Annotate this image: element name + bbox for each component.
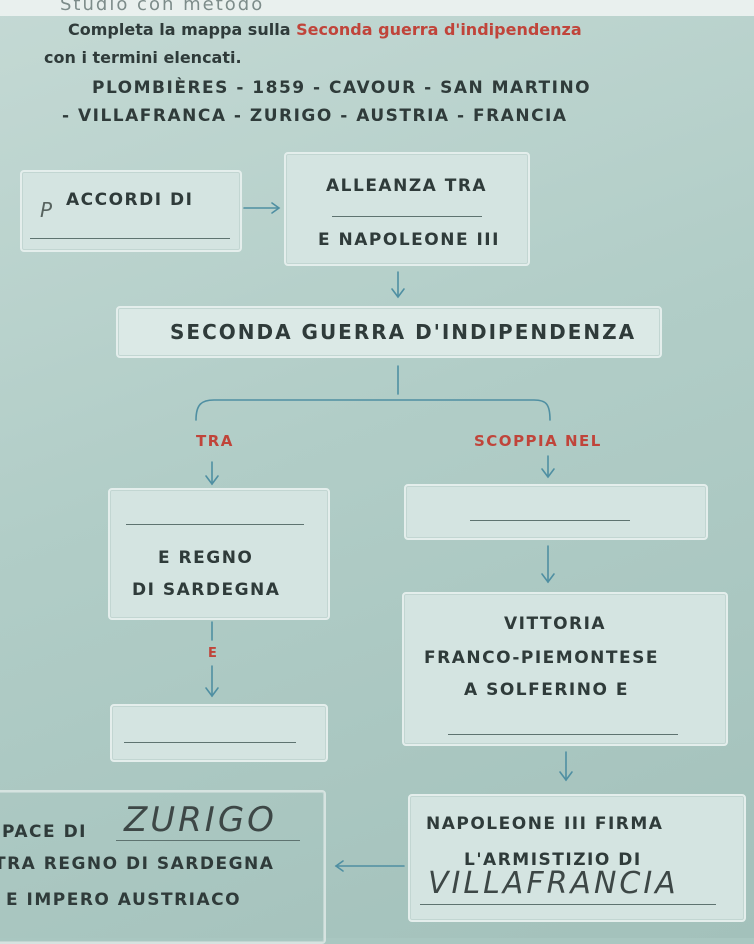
armistizio-label-2: L'ARMISTIZIO DI bbox=[464, 850, 642, 870]
title-box bbox=[116, 306, 662, 358]
armistizio-label: NAPOLEONE III FIRMA bbox=[426, 814, 664, 834]
vittoria-label-3: A SOLFERINO E bbox=[464, 680, 629, 700]
instruction-line-2: con i termini elencati. bbox=[44, 48, 242, 67]
regno-label-2: DI SARDEGNA bbox=[132, 580, 281, 600]
esito-box bbox=[110, 704, 328, 762]
armistizio-box bbox=[408, 794, 746, 922]
regno-blank[interactable] bbox=[126, 524, 304, 525]
pace-label-2: TRA REGNO DI SARDEGNA bbox=[0, 854, 275, 874]
accordi-label: ACCORDI DI bbox=[66, 190, 194, 210]
vittoria-label: VITTORIA bbox=[504, 614, 607, 634]
vittoria-blank[interactable] bbox=[448, 734, 678, 735]
instruction-text: Completa la mappa sulla bbox=[68, 20, 297, 39]
word-bank-line-1: PLOMBIÈRES - 1859 - CAVOUR - SAN MARTINO bbox=[92, 78, 592, 98]
alleanza-blank[interactable] bbox=[332, 216, 482, 217]
cut-heading-fragment: Studio con metodo bbox=[60, 0, 265, 15]
regno-label: E REGNO bbox=[158, 548, 254, 568]
accordi-blank[interactable] bbox=[30, 238, 230, 239]
word-bank-line-2: - VILLAFRANCA - ZURIGO - AUSTRIA - FRANC… bbox=[62, 106, 568, 126]
map-title: SECONDA GUERRA D'INDIPENDENZA bbox=[170, 320, 637, 344]
pace-label-3: E IMPERO AUSTRIACO bbox=[6, 890, 242, 910]
vittoria-box bbox=[402, 592, 728, 746]
page-top-cut: Studio con metodo bbox=[0, 0, 754, 16]
anno-blank[interactable] bbox=[470, 520, 630, 521]
accordi-answer: P bbox=[40, 198, 53, 222]
armistizio-answer: VILLAFRANCIA bbox=[428, 866, 679, 901]
vittoria-label-2: FRANCO-PIEMONTESE bbox=[424, 648, 659, 668]
anno-box bbox=[404, 484, 708, 540]
instruction-line-1: Completa la mappa sulla Seconda guerra d… bbox=[68, 20, 582, 39]
pace-blank[interactable] bbox=[116, 840, 300, 841]
alleanza-box bbox=[284, 152, 530, 266]
esito-blank[interactable] bbox=[124, 742, 296, 743]
instruction-topic: Seconda guerra d'indipendenza bbox=[296, 20, 582, 39]
alleanza-label-2: E NAPOLEONE III bbox=[318, 230, 500, 250]
pace-label: PACE DI bbox=[2, 822, 87, 842]
pace-answer: ZURIGO bbox=[124, 800, 277, 840]
alleanza-label: ALLEANZA TRA bbox=[326, 176, 488, 196]
scoppia-label: SCOPPIA NEL bbox=[474, 432, 602, 450]
bracket bbox=[195, 399, 551, 421]
e-label: E bbox=[208, 646, 219, 661]
regno-box bbox=[108, 488, 330, 620]
tra-label: TRA bbox=[196, 432, 234, 450]
armistizio-blank[interactable] bbox=[420, 904, 716, 905]
